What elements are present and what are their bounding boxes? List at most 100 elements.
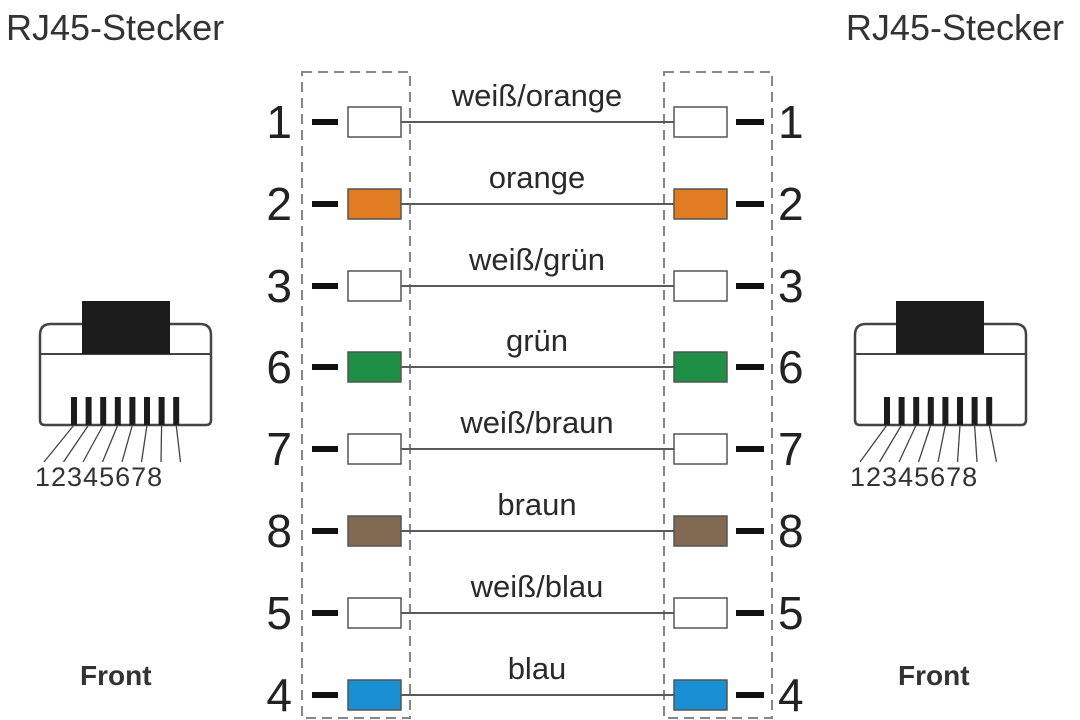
contact-blade — [927, 397, 934, 425]
left-pin-number: 4 — [266, 669, 292, 720]
wire-row: 7 7 weiß/braun — [266, 405, 803, 475]
left-wire-color-block — [347, 679, 402, 711]
left-pin-number: 1 — [266, 96, 292, 148]
contact-lead — [43, 424, 75, 463]
left-pin-stub — [312, 364, 338, 370]
right-pin-number: 7 — [778, 423, 804, 475]
contact-blade — [913, 397, 920, 425]
wire-row: 5 5 weiß/blau — [266, 569, 803, 639]
left-wire-color-block — [347, 597, 402, 629]
right-pin-number: 5 — [778, 587, 804, 639]
contact-blade — [129, 397, 136, 425]
contact-lead — [101, 424, 119, 463]
wire-row: 6 6 grün — [266, 323, 803, 393]
right-pin-number: 3 — [778, 260, 804, 312]
contact-lead — [160, 424, 163, 463]
contact-lead — [175, 424, 182, 463]
left-pin-number: 6 — [266, 341, 292, 393]
right-pin-number: 8 — [778, 505, 804, 557]
right-pin-stub — [736, 610, 764, 616]
right-wire-color-block — [673, 597, 728, 629]
right-pin-number: 1 — [778, 96, 804, 148]
left-pin-stub — [312, 283, 338, 289]
left-pin-number: 2 — [266, 178, 292, 230]
right-wire-color-block — [673, 188, 728, 220]
wire-color-label: grün — [506, 323, 568, 358]
wire-color-label: braun — [497, 487, 576, 522]
left-pin-stub — [312, 528, 338, 534]
contact-blade — [942, 397, 949, 425]
contact-blade — [884, 397, 890, 425]
right-rj45-plug-icon — [853, 301, 1028, 463]
contact-lead — [917, 424, 932, 463]
wire-color-label: weiß/orange — [451, 78, 623, 113]
right-wire-color-block — [673, 433, 728, 465]
contact-lead — [62, 424, 90, 463]
left-pin-numbering: 12345678 — [35, 462, 164, 492]
contact-blade — [71, 397, 77, 425]
left-connector-title: RJ45-Stecker — [6, 7, 225, 48]
contact-lead — [859, 424, 888, 463]
left-rj45-plug-icon — [38, 301, 213, 463]
right-pin-numbering: 12345678 — [850, 462, 979, 492]
right-pin-stub — [736, 446, 764, 452]
left-pin-block-outline — [301, 71, 411, 719]
contact-lead — [140, 424, 148, 463]
contact-lead — [121, 424, 134, 463]
contact-blade — [898, 397, 905, 425]
contact-lead — [988, 424, 998, 463]
contact-blade — [173, 397, 180, 425]
left-pin-number: 8 — [266, 505, 292, 557]
right-wire-color-block — [673, 106, 728, 138]
left-wire-color-block — [347, 188, 402, 220]
left-wire-color-block — [347, 433, 402, 465]
right-pin-stub — [736, 692, 764, 698]
right-pin-stub — [736, 201, 764, 207]
right-wire-color-block — [673, 270, 728, 302]
right-pin-number: 6 — [778, 341, 804, 393]
right-wire-color-block — [673, 515, 728, 547]
left-pin-stub — [312, 692, 338, 698]
left-wire-color-block — [347, 106, 402, 138]
left-pin-number: 7 — [266, 423, 292, 475]
left-pin-stub — [312, 119, 338, 125]
right-pin-stub — [736, 119, 764, 125]
left-pin-stub — [312, 446, 338, 452]
contact-blade — [957, 397, 963, 425]
wire-row: 1 1 weiß/orange — [266, 78, 803, 148]
contact-lead — [937, 424, 947, 463]
right-front-label: Front — [898, 660, 970, 691]
contact-lead — [898, 424, 917, 463]
contact-blade — [158, 397, 165, 425]
right-pin-block-outline — [663, 71, 773, 719]
left-pin-stub — [312, 610, 338, 616]
right-wire-color-block — [673, 679, 728, 711]
right-pin-stub — [736, 364, 764, 370]
contact-blade — [114, 397, 121, 425]
left-pin-number: 5 — [266, 587, 292, 639]
right-connector-title: RJ45-Stecker — [845, 7, 1064, 48]
contact-blade — [144, 397, 150, 425]
contact-lead — [878, 424, 903, 463]
wire-color-label: weiß/blau — [470, 569, 604, 604]
left-front-label: Front — [80, 660, 152, 691]
contact-blade — [986, 397, 993, 425]
left-pin-stub — [312, 201, 338, 207]
left-wire-color-block — [347, 515, 402, 547]
contact-lead — [82, 424, 104, 463]
wire-color-label: weiß/braun — [459, 405, 613, 440]
contact-blade — [100, 397, 107, 425]
wire-row: 8 8 braun — [266, 487, 803, 557]
right-pin-stub — [736, 528, 764, 534]
contact-blade — [85, 397, 92, 425]
right-pin-number: 4 — [778, 669, 804, 720]
right-pin-stub — [736, 283, 764, 289]
wire-color-label: orange — [489, 160, 586, 195]
left-wire-color-block — [347, 270, 402, 302]
left-wire-color-block — [347, 351, 402, 383]
